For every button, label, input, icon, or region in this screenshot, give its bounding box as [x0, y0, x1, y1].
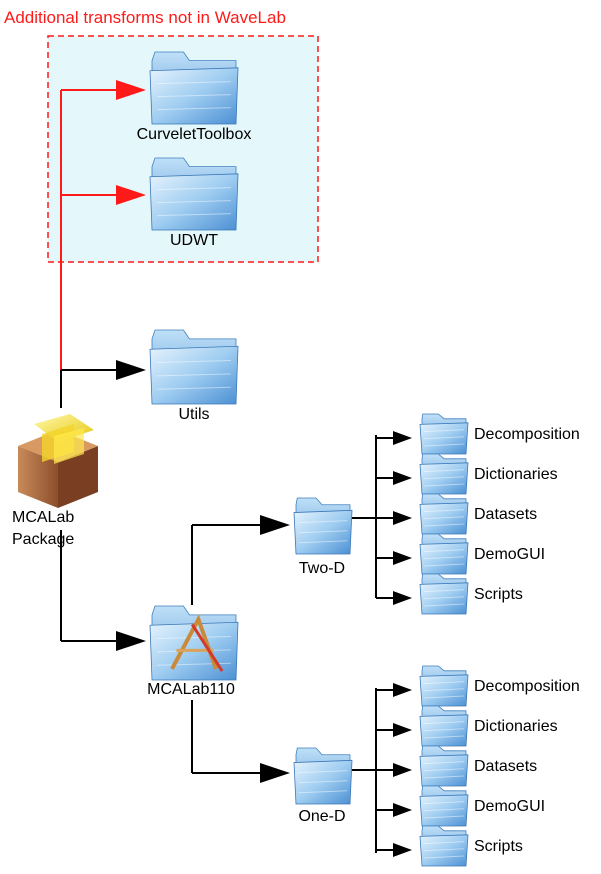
folder-icon-utils: [149, 329, 239, 405]
two-d-folder-icon-datasets: [419, 493, 469, 535]
application-folder-icon: [149, 605, 239, 681]
package-label-line2: Package: [12, 531, 75, 548]
one-d-child-scripts: Scripts: [474, 838, 523, 855]
two-d-child-dictionaries: Dictionaries: [474, 466, 558, 483]
two-d-folder-icon-decomposition: [419, 413, 469, 455]
folder-label-udwt: UDWT: [170, 232, 218, 249]
one-d-folder-icon-decomposition: [419, 665, 469, 707]
red-connectors: [60, 80, 146, 370]
two-d-folder-icon-dictionaries: [419, 453, 469, 495]
two-d-child-datasets: Datasets: [474, 506, 538, 523]
one-d-folder-icon-dictionaries: [419, 705, 469, 747]
one-d-connectors: [352, 683, 412, 857]
folder-icon-two-d: [293, 497, 353, 555]
one-d-child-datasets: Datasets: [474, 758, 538, 775]
one-d-child-dictionaries: Dictionaries: [474, 718, 558, 735]
one-d-folder-icon-scripts: [419, 825, 469, 867]
one-d-folder-icon-demogui: [419, 785, 469, 827]
folder-label-one-d: One-D: [298, 808, 346, 825]
two-d-folder-icon-scripts: [419, 573, 469, 615]
folder-icon-udwt: [149, 157, 239, 231]
folder-label-utils: Utils: [178, 406, 210, 423]
two-d-child-scripts: Scripts: [474, 586, 523, 603]
two-d-child-decomposition: Decomposition: [474, 426, 580, 443]
one-d-child-decomposition: Decomposition: [474, 678, 580, 695]
two-d-connectors: [352, 431, 412, 605]
folder-label-curvelettoolbox: CurveletToolbox: [136, 126, 252, 143]
package-label-line1: MCALab: [12, 509, 75, 526]
package-box-icon: [18, 414, 98, 508]
folder-label-mcalab110: MCALab110: [147, 681, 235, 698]
folder-icon-curvelettoolbox: [149, 51, 239, 125]
two-d-folder-icon-demogui: [419, 533, 469, 575]
black-connectors-main: [60, 360, 290, 783]
one-d-child-demogui: DemoGUI: [474, 798, 546, 815]
two-d-child-demogui: DemoGUI: [474, 546, 546, 563]
folder-label-two-d: Two-D: [298, 560, 346, 577]
diagram-title: Additional transforms not in WaveLab: [4, 8, 286, 27]
folder-icon-one-d: [293, 747, 353, 805]
app-tools-icon: [170, 614, 224, 672]
one-d-folder-icon-datasets: [419, 745, 469, 787]
